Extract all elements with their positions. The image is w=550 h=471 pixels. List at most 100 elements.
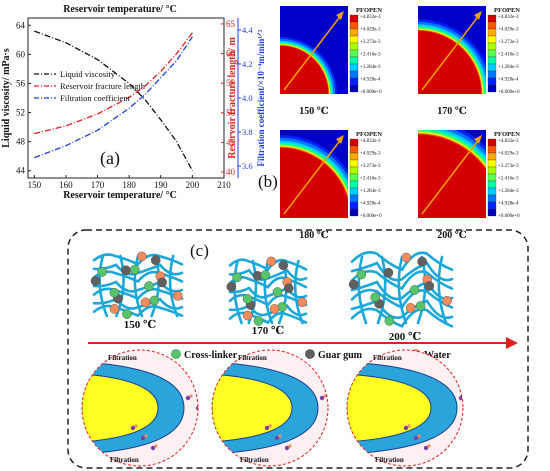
y-left-tick-label: 52 <box>16 108 25 118</box>
guargum-particle <box>150 255 161 266</box>
polymer-strand <box>92 280 184 293</box>
guargum-particle <box>283 283 294 294</box>
filtrate-particle <box>206 386 210 390</box>
y-right2-tick-label: 4.0 <box>242 93 253 103</box>
filtrate-particle <box>319 395 325 401</box>
contour-legend-value: +2.416e-3 <box>360 53 381 58</box>
circle-outline <box>81 349 199 467</box>
legend-guargum: Guar gum <box>318 350 363 361</box>
polymer-strand <box>98 254 109 318</box>
water-particle <box>442 295 452 306</box>
water-particle <box>405 303 416 313</box>
crosslinker-particle <box>129 264 140 275</box>
filtrate-particle <box>144 434 148 438</box>
contour-legend: PFOPEN+4.832e-3+4.029e-3+3.273e-3+2.416e… <box>349 131 382 219</box>
guargum-swatch <box>305 349 315 359</box>
contour-legend-value: +3.273e-3 <box>498 164 519 169</box>
guargum-particle <box>348 279 359 290</box>
y-left-tick-label: 60 <box>16 49 26 59</box>
x-tick-label: 160 <box>59 180 73 190</box>
contour-legend-value: +4.928e-4 <box>360 202 381 207</box>
polymer-strand <box>228 311 308 325</box>
polymer-strand <box>92 304 184 318</box>
guargum-particle <box>383 267 394 278</box>
panel-b-contours: PFOPEN +4.832e-3 +4.029e-3 +3.273e-3 +2.416e… <box>278 0 550 250</box>
filtrate-particle <box>458 365 463 371</box>
contour-legend-value: +2.416e-3 <box>498 53 519 58</box>
contour-legend-value: +0.000e+0 <box>498 214 520 219</box>
y-right2-tick-label: 4.2 <box>242 59 253 69</box>
filtrate-particle <box>189 394 193 398</box>
contour-legend-swatch <box>349 208 359 217</box>
contour-legend-value: +3.273e-3 <box>360 40 381 45</box>
contour-legend-title: PFOPEN <box>494 131 520 138</box>
contour-arrow <box>283 13 343 91</box>
contour-legend-value: +2.416e-3 <box>360 177 381 182</box>
guargum-particle <box>226 281 237 292</box>
y-right2-tick-label: 3.6 <box>242 161 253 171</box>
gel-network-200 <box>348 251 454 328</box>
crosslinker-swatch <box>171 349 181 359</box>
temp-label-150: 150 ℃ <box>124 319 156 331</box>
fracture-fluid <box>212 373 293 443</box>
contour-legend: PFOPEN+4.832e-3+4.029e-3+3.273e-3+2.416e… <box>487 131 520 219</box>
y-right1-tick-label: 50 <box>226 108 236 118</box>
filtrate-particle <box>209 414 212 417</box>
water-particle <box>269 304 280 314</box>
y-right1-tick-label: 55 <box>226 78 236 88</box>
gel-network-170 <box>226 256 308 326</box>
x-axis-label: Reservoir temperature/ °C <box>63 190 177 200</box>
crosslinker-particle <box>144 281 154 291</box>
contour-legend-value: +4.029e-3 <box>360 152 381 157</box>
x-tick-label: 180 <box>122 180 136 190</box>
y-left-label: Liquid viscosity/ mPa·s <box>1 48 12 148</box>
polymer-strand <box>357 255 368 325</box>
y-right1-tick-label: 65 <box>226 19 236 29</box>
contour-legend-value: +4.832e-3 <box>498 15 519 20</box>
water-particle <box>401 252 412 263</box>
temp-label-170: 170 ℃ <box>252 325 284 337</box>
contour-arrow <box>283 137 343 215</box>
fracture-fluid <box>82 373 159 443</box>
contour-arrow <box>421 137 481 215</box>
contour-panel-3: PFOPEN+4.832e-3+4.029e-3+3.273e-3+2.416e… <box>418 130 520 241</box>
crosslinker-particle <box>97 267 107 277</box>
temp-label-200: 200 ℃ <box>389 331 421 343</box>
filtrate-particle <box>482 414 485 417</box>
contour-legend-value: +1.284e-3 <box>498 189 519 194</box>
guargum-particle <box>417 256 427 267</box>
chart-title: Reservoir temperature/ °C <box>63 4 177 15</box>
polymer-strand <box>397 255 408 325</box>
contour-legend: PFOPEN+4.832e-3+4.029e-3+3.273e-3+2.416e… <box>487 7 520 95</box>
contour-arrow-head <box>474 135 482 144</box>
polymer-strand <box>228 286 308 299</box>
polymer-strand <box>376 255 387 325</box>
y-right1-tick-label: 40 <box>226 167 236 177</box>
water-particle <box>242 310 253 321</box>
crosslinker-particle <box>384 316 395 326</box>
water-particle <box>109 304 120 314</box>
filtrate-particle <box>154 444 158 448</box>
filtrate-particle <box>479 386 483 390</box>
contour-panel-1: PFOPEN+4.832e-3+4.029e-3+3.273e-3+2.416e… <box>418 6 520 117</box>
polymer-strand <box>293 259 304 325</box>
x-tick-label: 200 <box>186 180 200 190</box>
series-line-0 <box>34 30 193 172</box>
filtrate-particle <box>417 434 421 438</box>
filtrate-particle <box>343 414 346 417</box>
filtrate-particle <box>185 365 191 371</box>
temperature-arrow-head <box>506 337 518 349</box>
contour-panel-0: PFOPEN+4.832e-3+4.029e-3+3.273e-3+2.416e… <box>280 6 382 117</box>
crosslinker-particle <box>242 294 253 304</box>
filtrate-particle <box>482 384 485 387</box>
contour-band <box>418 30 482 94</box>
gel-network-150 <box>90 251 184 319</box>
filtration-label-top: Filtration <box>108 354 137 362</box>
contour-temp-label: 180 ℃ <box>299 230 329 241</box>
y-right1-tick-label: 60 <box>226 49 236 59</box>
contour-legend-value: +2.416e-3 <box>498 177 519 182</box>
